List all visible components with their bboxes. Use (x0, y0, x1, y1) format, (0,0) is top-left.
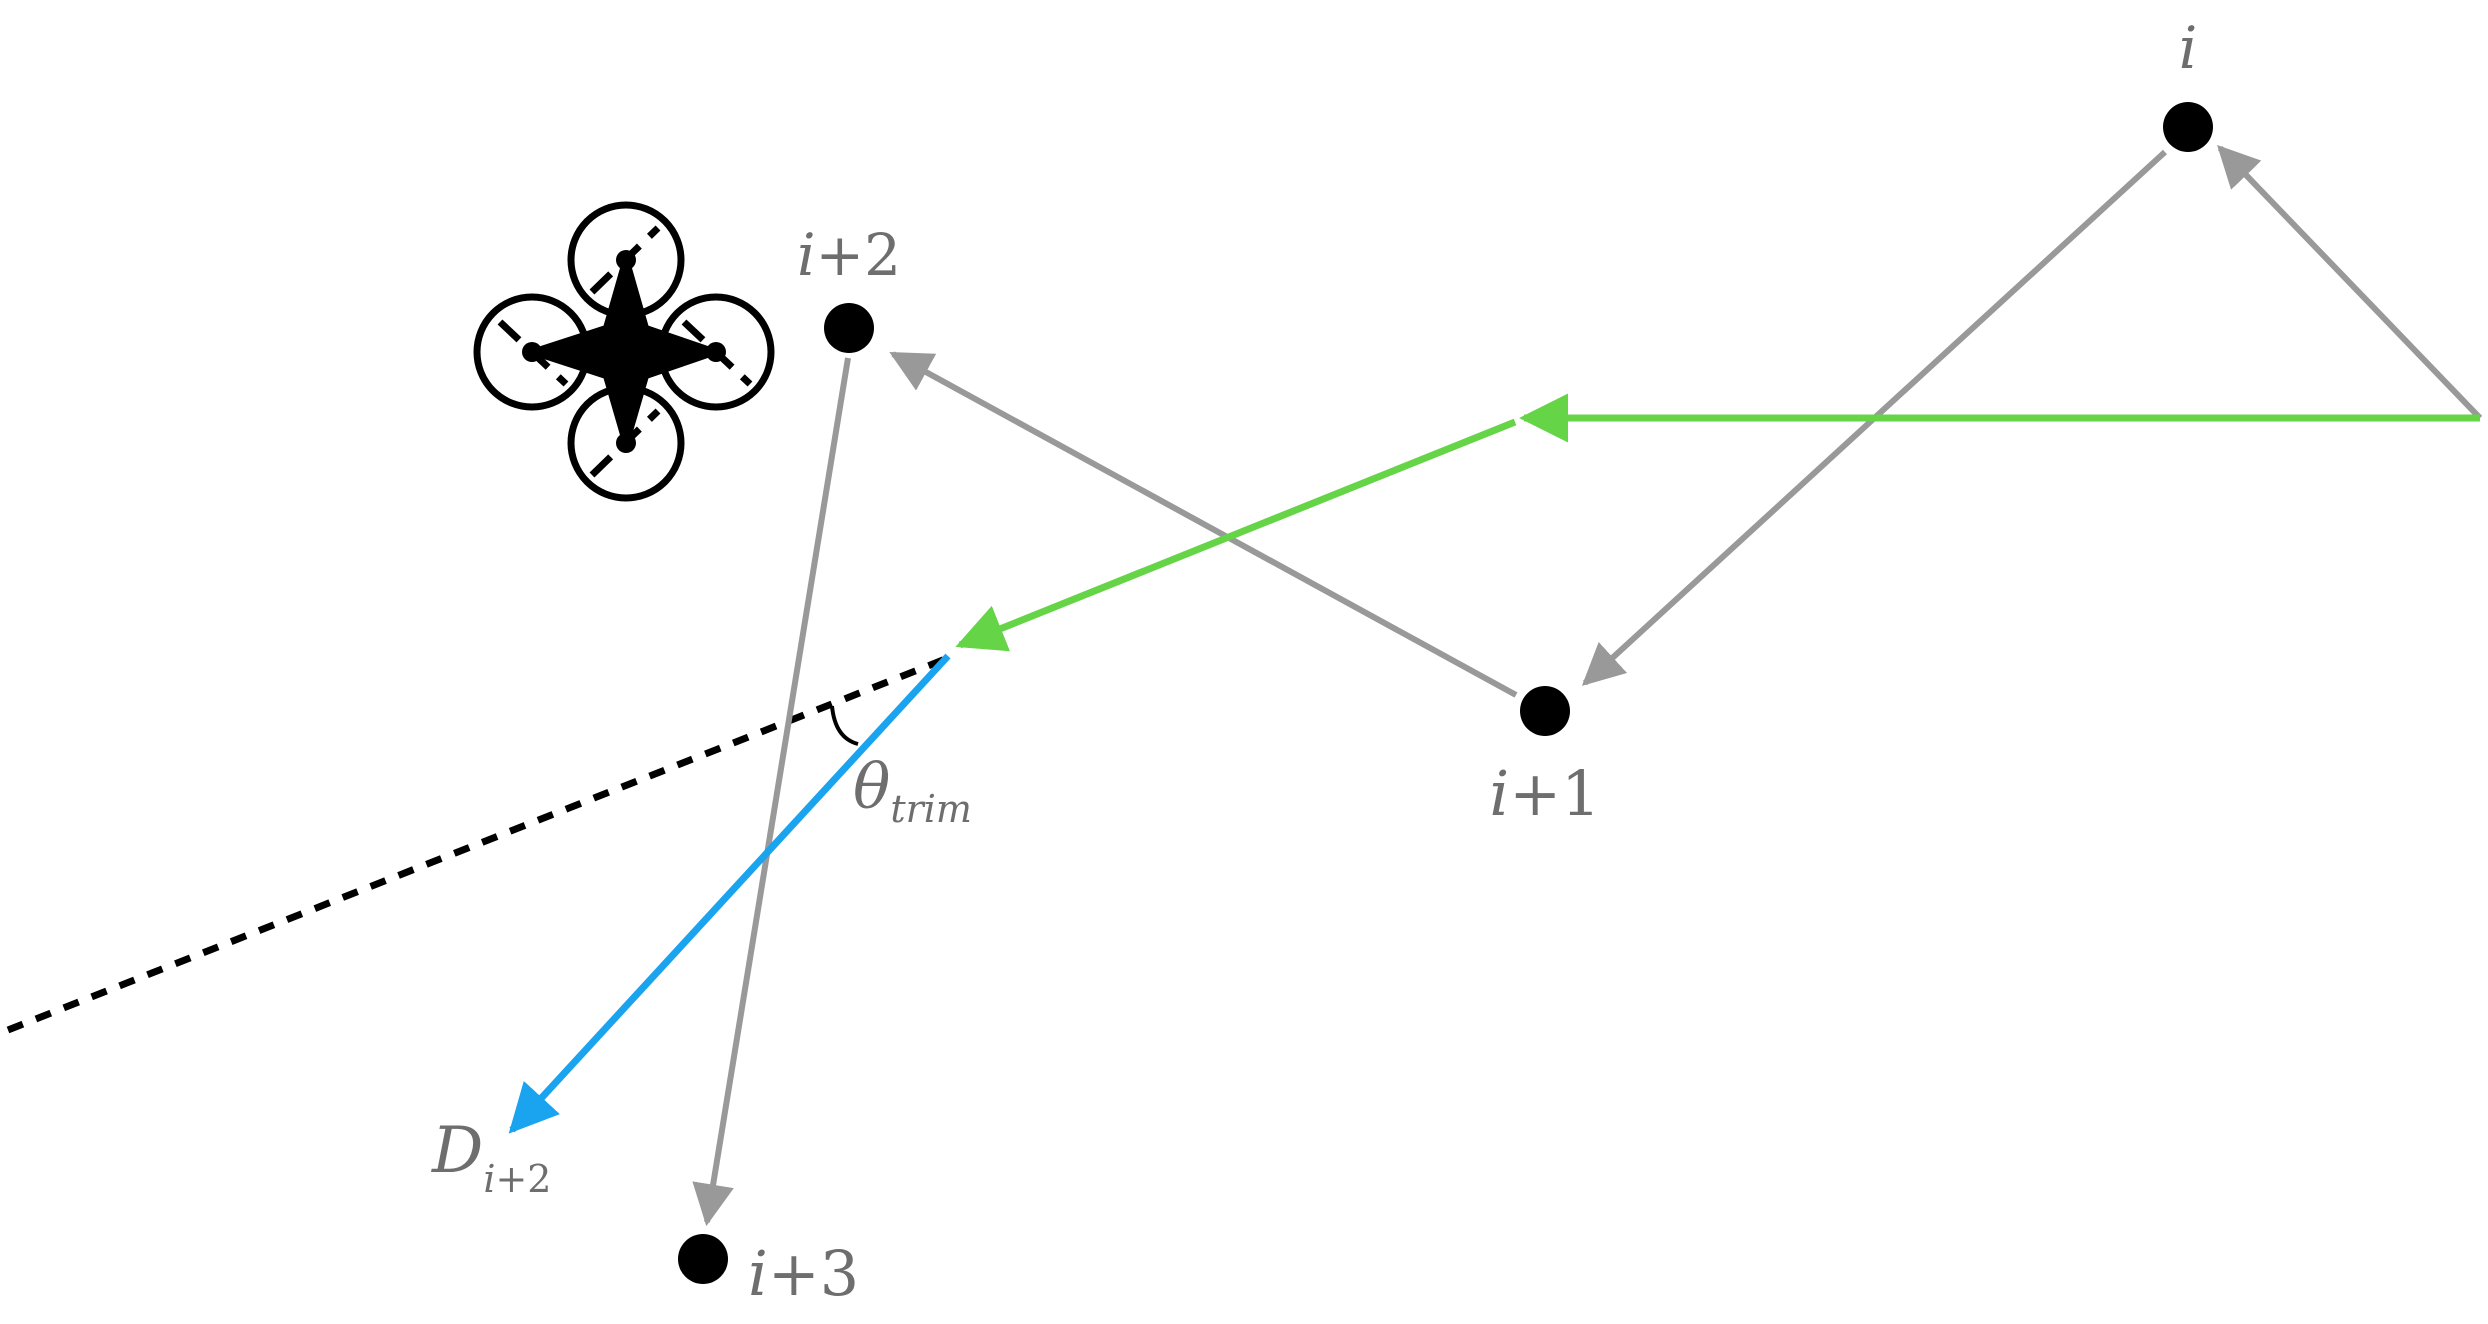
label-angle-theta-trim: θtrim (853, 750, 972, 831)
label-node-i2: i+2 (797, 221, 901, 289)
edge-right-to-i (2217, 144, 2483, 421)
edge-i1-to-i2 (889, 351, 1518, 698)
waypoint-node-i (2163, 102, 2213, 152)
dotted-reference-line (6, 654, 950, 1034)
label-node-i1: i+1 (1489, 757, 1600, 830)
angle-arc (830, 705, 859, 746)
direction-vector-d (508, 653, 951, 1134)
quadcopter-icon (473, 201, 775, 502)
waypoint-node-i1 (1520, 686, 1570, 736)
label-direction-vector: Di+2 (431, 1114, 552, 1201)
edge-i2-to-i3 (692, 357, 851, 1227)
trimmed-path-segment-2 (955, 418, 1517, 652)
label-node-i3: i+3 (748, 1237, 859, 1310)
waypoint-node-i3 (678, 1234, 728, 1284)
label-node-i: i (2179, 14, 2198, 82)
waypoint-node-i2 (824, 303, 874, 353)
